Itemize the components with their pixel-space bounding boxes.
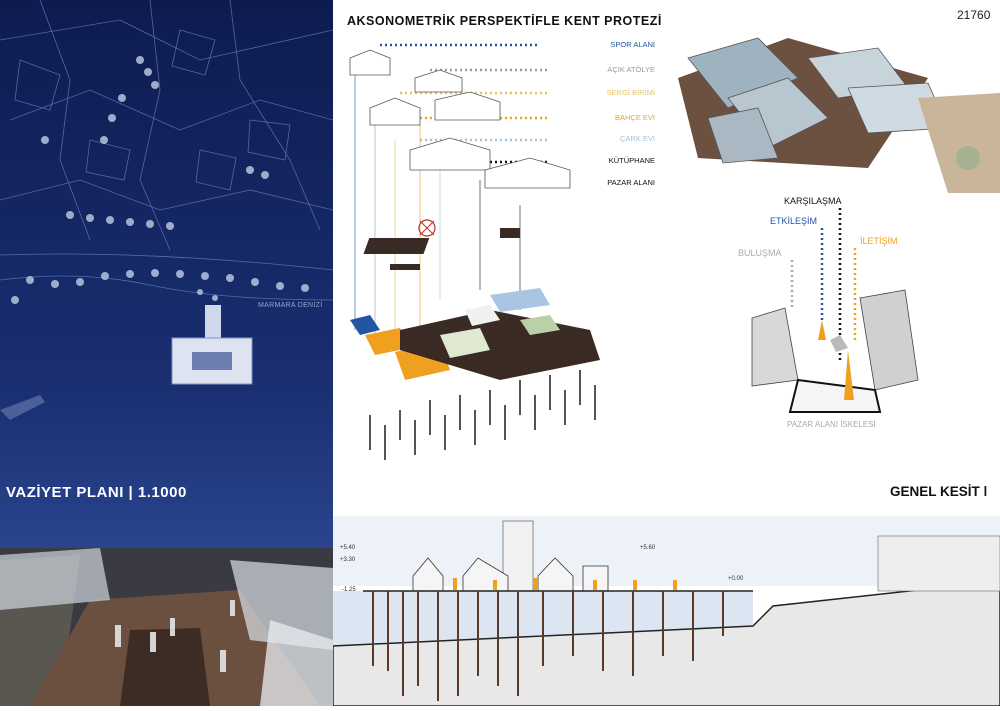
legend-acik-atolye: AÇIK ATÖLYE: [560, 65, 655, 77]
level-label: -1.25: [342, 587, 356, 593]
site-plan-title: VAZİYET PLANI | 1.1000: [6, 484, 187, 501]
pier-label: PAZAR ALANI İSKELESİ: [787, 420, 876, 429]
level-label: +3.30: [340, 557, 356, 563]
concept-drawing: [751, 208, 919, 413]
concept-label-karsilasma: KARŞILAŞMA: [784, 196, 842, 206]
legend-label: PAZAR ALANI: [607, 178, 655, 187]
legend-pazar-alani: PAZAR ALANI: [560, 178, 655, 190]
site-plan-drawing: [0, 0, 333, 706]
concept-diagram: [740, 190, 940, 440]
legend-label: ÇARK EVİ: [619, 134, 655, 143]
legend-label: BAHÇE EVİ: [614, 113, 655, 122]
level-label: +5.40: [340, 545, 356, 551]
legend-label: KÜTÜPHANE: [608, 156, 655, 165]
sea-label: MARMARA DENİZİ: [258, 302, 323, 309]
level-label: +5.60: [640, 545, 656, 551]
legend-spor-alani: SPOR ALANI: [560, 40, 655, 52]
aerial-perspective: [668, 18, 1000, 193]
section-drawing: [332, 496, 1000, 707]
axonometric-drawing: [349, 43, 600, 460]
legend-label: SPOR ALANI: [610, 40, 655, 49]
general-section: [332, 496, 1000, 707]
level-label: +0.00: [728, 576, 744, 582]
site-plan-panel: MARMARA DENİZİ VAZİYET PLANI | 1.1000: [0, 0, 333, 706]
legend-cark-evi: ÇARK EVİ: [560, 134, 655, 146]
concept-label-iletisim: İLETİŞİM: [860, 236, 898, 246]
legend-label: AÇIK ATÖLYE: [607, 65, 655, 74]
project-number: 21760: [957, 8, 991, 22]
axonometric-diagram: [340, 30, 660, 500]
concept-label-etkilesim: ETKİLEŞİM: [770, 216, 818, 226]
axonometric-title: AKSONOMETRİK PERSPEKTİFLE KENT PROTEZİ: [347, 14, 662, 28]
legend-kutuphane: KÜTÜPHANE: [560, 156, 655, 168]
legend-bahce-evi: BAHÇE EVİ: [560, 113, 655, 125]
concept-label-bulusma: BULUŞMA: [738, 248, 782, 258]
legend-sergi-birimi: SERGİ BİRİMİ: [560, 88, 655, 100]
aerial-perspective-drawing: [678, 37, 1000, 193]
legend-label: SERGİ BİRİMİ: [606, 88, 655, 97]
